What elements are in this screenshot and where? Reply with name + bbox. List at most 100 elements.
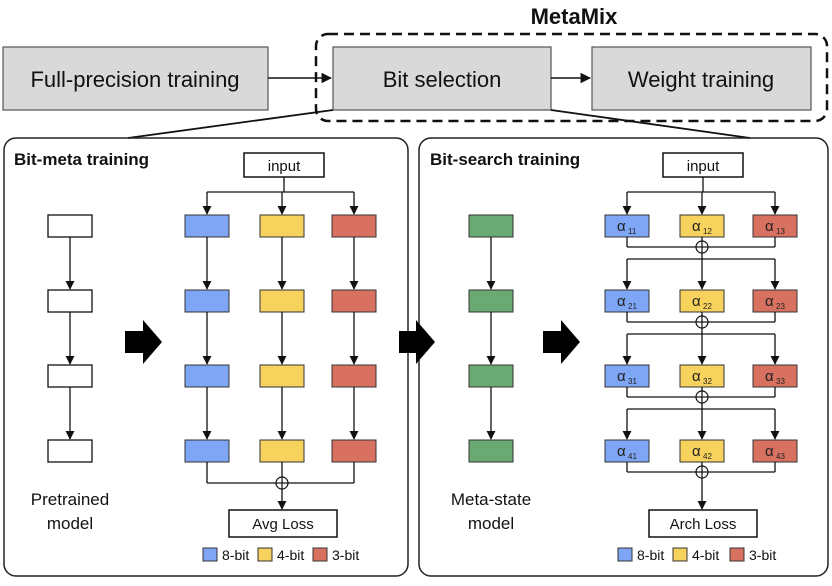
alpha-block-4bit xyxy=(679,214,725,238)
bit-block-8bit xyxy=(184,439,230,463)
alpha-subscript: 22 xyxy=(703,302,712,311)
block-arrow-left xyxy=(125,320,162,364)
alpha-block-8bit xyxy=(604,439,650,463)
legend-3bit-label: 3-bit xyxy=(332,547,359,563)
legend-4bit-label: 4-bit xyxy=(692,547,719,563)
left-legend: 8-bit 4-bit 3-bit xyxy=(202,547,359,563)
alpha-symbol: α xyxy=(617,368,626,385)
alpha-symbol: α xyxy=(692,218,701,235)
bit-block-3bit xyxy=(331,289,377,313)
alpha-subscript: 21 xyxy=(628,302,637,311)
alpha-symbol: α xyxy=(765,218,774,235)
zoom-line-right xyxy=(550,109,751,139)
stage-weight-training: Weight training xyxy=(591,46,812,111)
alpha-subscript: 31 xyxy=(628,377,637,386)
bit-block-4bit xyxy=(259,364,305,388)
alpha-subscript: 41 xyxy=(628,452,637,461)
stage-weight-training-label: Weight training xyxy=(628,67,774,92)
meta-state-label-line1: Meta-state xyxy=(451,490,531,509)
bit-meta-title: Bit-meta training xyxy=(14,150,149,169)
alpha-block-8bit xyxy=(604,289,650,313)
meta-state-layer-block xyxy=(468,289,514,313)
alpha-block-8bit xyxy=(604,214,650,238)
alpha-block-3bit xyxy=(752,364,798,388)
bit-block-8bit xyxy=(184,364,230,388)
alpha-subscript: 32 xyxy=(703,377,712,386)
bit-meta-panel xyxy=(3,137,409,577)
block-arrow-middle xyxy=(399,320,435,364)
alpha-subscript: 23 xyxy=(776,302,785,311)
alpha-symbol: α xyxy=(617,443,626,460)
legend-8bit-label: 8-bit xyxy=(637,547,664,563)
alpha-subscript: 43 xyxy=(776,452,785,461)
alpha-subscript: 42 xyxy=(703,452,712,461)
pretrained-label-line1: Pretrained xyxy=(31,490,109,509)
bit-search-panel xyxy=(418,137,829,577)
stage-full-precision-label: Full-precision training xyxy=(30,67,239,92)
alpha-symbol: α xyxy=(617,293,626,310)
legend-3bit-label: 3-bit xyxy=(749,547,776,563)
meta-state-label-line2: model xyxy=(468,514,514,533)
bit-block-3bit xyxy=(331,214,377,238)
alpha-symbol: α xyxy=(765,293,774,310)
alpha-block-3bit xyxy=(752,214,798,238)
pretrained-label-line2: model xyxy=(47,514,93,533)
zoom-line-left xyxy=(127,109,334,139)
legend-4bit-swatch xyxy=(257,547,273,562)
alpha-subscript: 11 xyxy=(628,227,637,236)
pretrained-layer-block xyxy=(47,289,93,313)
bit-block-4bit xyxy=(259,289,305,313)
alpha-block-8bit xyxy=(604,364,650,388)
bit-block-4bit xyxy=(259,439,305,463)
alpha-symbol: α xyxy=(765,368,774,385)
bit-block-3bit xyxy=(331,364,377,388)
alpha-block-3bit xyxy=(752,289,798,313)
pretrained-layer-block xyxy=(47,364,93,388)
legend-4bit-swatch xyxy=(672,547,688,562)
alpha-block-4bit xyxy=(679,289,725,313)
alpha-symbol: α xyxy=(692,293,701,310)
alpha-symbol: α xyxy=(765,443,774,460)
stage-bit-selection: Bit selection xyxy=(332,46,552,111)
meta-state-layer-block xyxy=(468,439,514,463)
right-input-label: input xyxy=(687,158,720,175)
arch-loss-label: Arch Loss xyxy=(670,516,737,533)
legend-8bit-swatch xyxy=(202,547,218,562)
bit-block-8bit xyxy=(184,214,230,238)
avg-loss-box: Avg Loss xyxy=(228,509,338,538)
legend-3bit-swatch xyxy=(729,547,745,562)
block-arrow-right xyxy=(543,320,580,364)
arch-loss-box: Arch Loss xyxy=(648,509,758,538)
bit-block-3bit xyxy=(331,439,377,463)
bit-block-4bit xyxy=(259,214,305,238)
legend-8bit-swatch xyxy=(617,547,633,562)
alpha-subscript: 33 xyxy=(776,377,785,386)
alpha-block-4bit xyxy=(679,364,725,388)
left-input-box: input xyxy=(243,152,325,178)
metamix-label: MetaMix xyxy=(531,4,619,29)
pretrained-layer-block xyxy=(47,439,93,463)
left-input-label: input xyxy=(268,158,301,175)
alpha-subscript: 12 xyxy=(703,227,712,236)
right-legend: 8-bit 4-bit 3-bit xyxy=(617,547,776,563)
avg-loss-label: Avg Loss xyxy=(252,516,313,533)
meta-state-layer-block xyxy=(468,364,514,388)
alpha-symbol: α xyxy=(692,368,701,385)
alpha-symbol: α xyxy=(692,443,701,460)
alpha-block-3bit xyxy=(752,439,798,463)
pretrained-layer-block xyxy=(47,214,93,238)
stage-bit-selection-label: Bit selection xyxy=(383,67,502,92)
alpha-block-4bit xyxy=(679,439,725,463)
legend-3bit-swatch xyxy=(312,547,328,562)
right-input-box: input xyxy=(662,152,744,178)
legend-8bit-label: 8-bit xyxy=(222,547,249,563)
alpha-subscript: 13 xyxy=(776,227,785,236)
alpha-symbol: α xyxy=(617,218,626,235)
bit-block-8bit xyxy=(184,289,230,313)
legend-4bit-label: 4-bit xyxy=(277,547,304,563)
meta-state-layer-block xyxy=(468,214,514,238)
stage-full-precision: Full-precision training xyxy=(2,46,269,111)
